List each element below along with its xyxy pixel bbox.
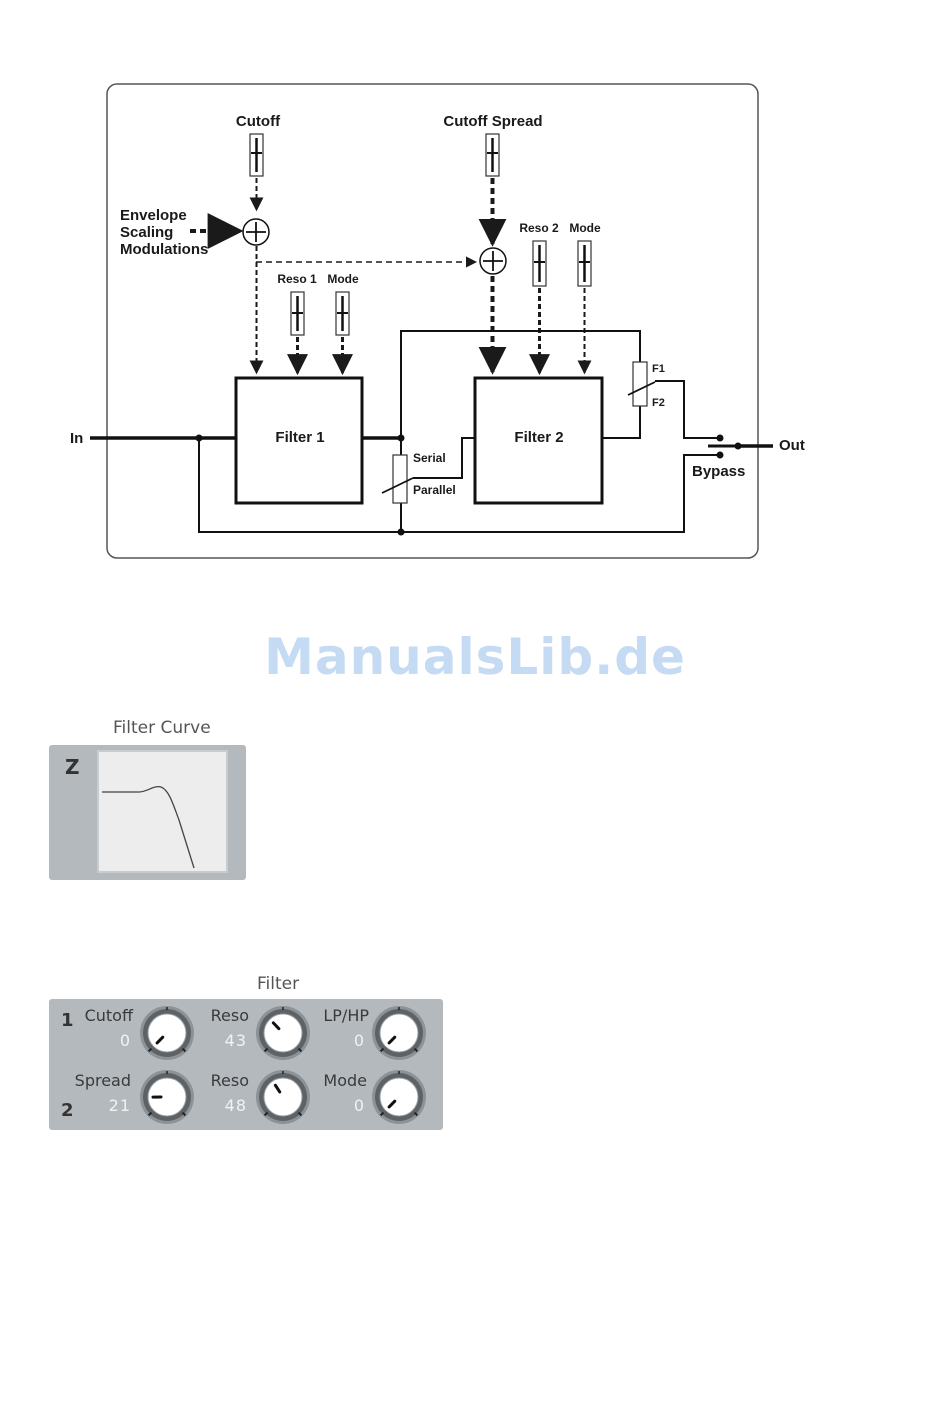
cutoff-knob-value: 0 [51,1031,131,1050]
cutoff-spread-slider-icon [486,134,499,176]
summing-node-1-icon [243,219,269,245]
mode1-slider-icon [336,292,349,335]
watermark: ManualsLib.de [0,628,950,686]
filter-signal-flow-diagram: Cutoff Envelope Scaling Modulations Cuto… [0,0,950,600]
filter1-label: Filter 1 [275,429,324,446]
lphp-knob-value: 0 [285,1031,365,1050]
cutoff-spread-label: Cutoff Spread [443,113,542,130]
cutoff-label: Cutoff [236,113,281,130]
mode2-slider-icon [578,241,591,286]
mode-knob-label: Mode [287,1071,367,1090]
serial-parallel-switch-icon [382,455,413,503]
cutoff-slider-icon [250,134,263,176]
filter-curve-title: Filter Curve [113,718,211,738]
filter-curve-panel: Z [49,745,246,880]
summing-node-2-icon [480,248,506,274]
filter2-label: Filter 2 [514,429,563,446]
mode2-label: Mode [569,221,601,235]
f1-f2-switch-icon [628,362,655,406]
f1-label: F1 [652,363,665,375]
scaling-label: Scaling [120,224,173,241]
filter-curve-z-label: Z [65,755,80,779]
mode-knob-value: 0 [285,1096,365,1115]
out-label: Out [779,437,805,454]
reso2-knob-value: 48 [167,1096,247,1115]
envelope-label: Envelope [120,207,187,224]
cutoff-knob-label: Cutoff [53,1006,133,1025]
bypass-label: Bypass [692,463,745,480]
reso2-slider-icon [533,241,546,286]
reso1-knob-label: Reso [169,1006,249,1025]
reso1-knob-value: 43 [167,1031,247,1050]
in-label: In [70,430,83,447]
reso2-label: Reso 2 [519,221,559,235]
serial-label: Serial [413,451,446,465]
modulations-label: Modulations [120,241,208,258]
lphp-knob-label: LP/HP [289,1006,369,1025]
spread-knob-value: 21 [51,1096,131,1115]
mode-knob[interactable] [371,1069,427,1125]
filter-panel: 1 2 Cutoff 0 Reso 43 LP/HP 0 Spread 21 R… [49,999,443,1130]
filter-curve-graph [99,752,226,871]
filter-curve-display [97,750,228,873]
filter-panel-title: Filter [257,974,299,994]
mode1-label: Mode [327,272,359,286]
reso1-label: Reso 1 [277,272,317,286]
parallel-label: Parallel [413,483,456,497]
spread-knob-label: Spread [51,1071,131,1090]
lphp-knob[interactable] [371,1005,427,1061]
f2-label: F2 [652,397,665,409]
reso2-knob-label: Reso [169,1071,249,1090]
reso1-slider-icon [291,292,304,335]
